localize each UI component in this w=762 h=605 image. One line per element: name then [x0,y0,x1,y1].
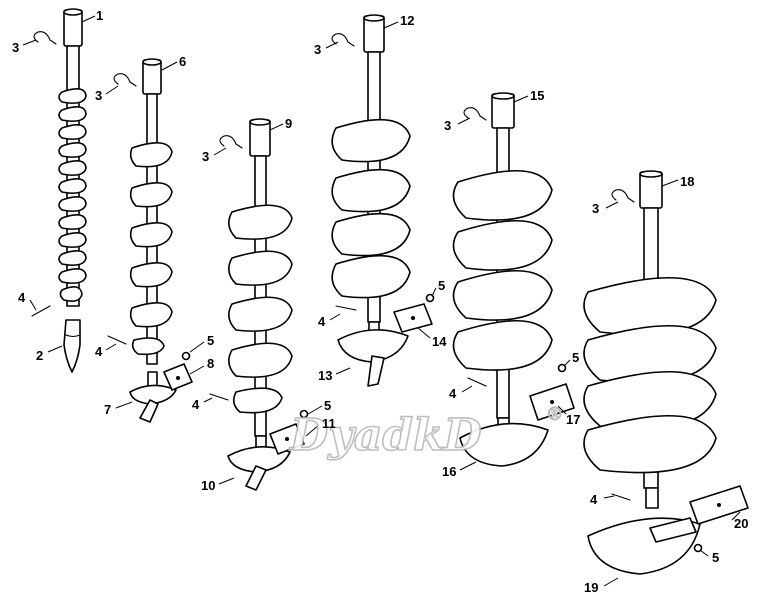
label-3e: 3 [444,118,451,133]
label-7: 7 [104,402,111,417]
label-5c: 5 [324,398,331,413]
label-5b: 5 [207,333,214,348]
label-19: 19 [584,580,598,595]
hardware [31,31,703,553]
label-8: 8 [207,356,214,371]
label-4d: 4 [318,314,326,329]
label-4: 4 [18,290,26,305]
label-15: 15 [530,88,544,103]
label-20: 20 [734,516,748,531]
label-3: 3 [12,40,19,55]
label-4e: 4 [449,386,457,401]
label-13: 13 [318,368,332,383]
auger-6 [129,58,193,423]
label-1: 1 [96,8,103,23]
auger-9 [227,118,305,491]
watermark-registered-symbol: ® [548,404,561,424]
label-18: 18 [680,174,694,189]
part-labels: 1 2 3 4 6 3 4 5 8 7 9 3 4 5 11 10 12 3 4… [12,8,748,595]
auger-1 [58,8,87,373]
label-5d: 5 [438,278,445,293]
label-11: 11 [322,416,336,431]
leader-lines [22,15,741,587]
auger-12 [331,14,433,387]
label-6: 6 [179,54,186,69]
label-4c: 4 [192,397,200,412]
label-16: 16 [442,464,456,479]
label-17: 17 [566,412,580,427]
label-9: 9 [285,116,292,131]
label-3f: 3 [592,201,599,216]
label-5f: 5 [712,550,719,565]
label-10: 10 [201,478,215,493]
auger-15 [452,92,575,467]
label-3b: 3 [95,88,102,103]
auger-18 [583,170,749,575]
label-5e: 5 [572,350,579,365]
label-3c: 3 [202,149,209,164]
label-4b: 4 [95,344,103,359]
label-14: 14 [432,334,447,349]
label-3d: 3 [314,42,321,57]
label-2: 2 [36,348,43,363]
label-12: 12 [400,13,414,28]
watermark-text: DyadkD [288,410,482,461]
label-4f: 4 [590,492,598,507]
